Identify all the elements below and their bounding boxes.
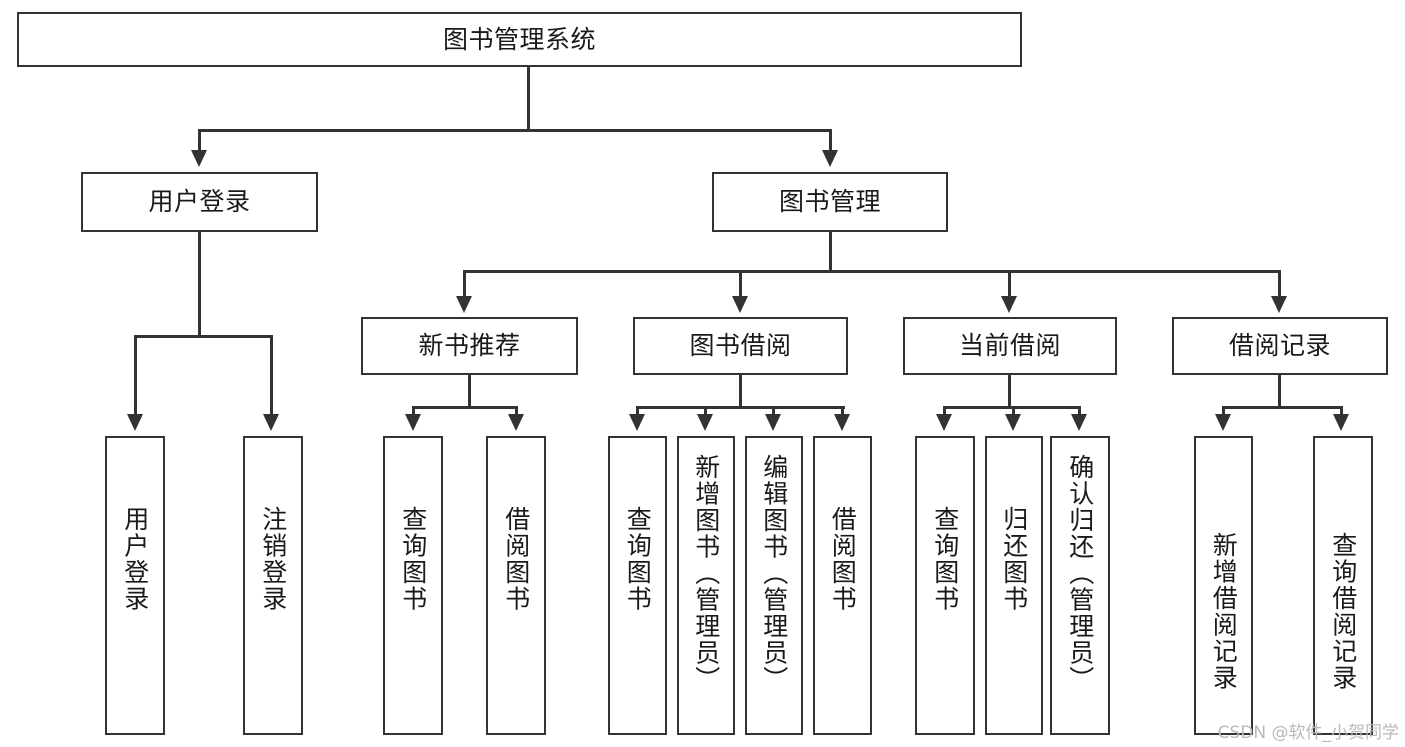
node-new-book-recommend[interactable]: 新书推荐 <box>361 317 578 375</box>
edge-current-borrow-drop-2 <box>1012 406 1015 419</box>
edge-new-book-drop-2 <box>515 406 518 419</box>
edge-user-login-bar <box>134 335 272 338</box>
node-leaf-confirm-return[interactable]: 确认归还（管理员） <box>1050 436 1110 735</box>
edge-current-borrow-stem <box>1008 375 1011 408</box>
node-leaf-add-record[interactable]: 新增借阅记录 <box>1194 436 1253 735</box>
arrow-to-leaf-user-logout <box>263 414 279 431</box>
node-book-manage[interactable]: 图书管理 <box>712 172 948 232</box>
node-leaf-query-book-1[interactable]: 查询图书 <box>383 436 443 735</box>
node-leaf-query-book-2[interactable]: 查询图书 <box>608 436 667 735</box>
node-new-book-recommend-label: 新书推荐 <box>418 331 521 360</box>
arrow-to-leaf-query-book-2 <box>629 414 645 431</box>
node-leaf-edit-book-label: 编辑图书（管理员） <box>759 454 789 693</box>
edge-borrow-record-stem <box>1278 375 1281 408</box>
node-leaf-borrow-book-1[interactable]: 借阅图书 <box>486 436 546 735</box>
node-root[interactable]: 图书管理系统 <box>17 12 1022 67</box>
arrow-to-current-borrow <box>1001 296 1017 313</box>
arrow-to-leaf-borrow-book-1 <box>508 414 524 431</box>
edge-book-manage-drop-3 <box>1008 270 1011 300</box>
arrow-to-leaf-user-login <box>127 414 143 431</box>
node-leaf-borrow-book-2-label: 借阅图书 <box>828 506 858 612</box>
arrow-to-leaf-add-book <box>697 414 713 431</box>
node-borrow-record[interactable]: 借阅记录 <box>1172 317 1388 375</box>
edge-book-borrow-stem <box>739 375 742 408</box>
edge-book-borrow-drop-4 <box>841 406 844 419</box>
edge-user-login-drop-1 <box>134 335 137 419</box>
edge-current-borrow-drop-1 <box>943 406 946 419</box>
node-book-manage-label: 图书管理 <box>778 187 881 216</box>
arrow-to-book-manage <box>822 150 838 167</box>
arrow-to-leaf-return-book <box>1005 414 1021 431</box>
edge-root-to-book-manage <box>829 129 832 155</box>
edge-book-borrow-drop-1 <box>636 406 639 419</box>
node-leaf-confirm-return-label: 确认归还（管理员） <box>1065 454 1095 693</box>
edge-current-borrow-drop-3 <box>1078 406 1081 419</box>
edge-new-book-drop-1 <box>412 406 415 419</box>
edge-user-login-stem <box>198 232 201 337</box>
node-book-borrow-label: 图书借阅 <box>689 331 792 360</box>
node-leaf-add-book-label: 新增图书（管理员） <box>691 454 721 693</box>
edge-borrow-record-drop-1 <box>1222 406 1225 419</box>
arrow-to-leaf-borrow-book-2 <box>834 414 850 431</box>
arrow-to-leaf-add-record <box>1215 414 1231 431</box>
node-leaf-query-book-3-label: 查询图书 <box>930 506 960 612</box>
node-root-label: 图书管理系统 <box>442 24 596 54</box>
node-user-login-label: 用户登录 <box>148 187 251 216</box>
edge-current-borrow-bar <box>943 406 1080 409</box>
node-leaf-query-book-2-label: 查询图书 <box>623 506 653 612</box>
arrow-to-leaf-confirm-return <box>1071 414 1087 431</box>
node-leaf-borrow-book-1-label: 借阅图书 <box>501 506 531 612</box>
edge-new-book-stem <box>468 375 471 408</box>
edge-borrow-record-drop-2 <box>1340 406 1343 419</box>
node-leaf-user-logout-label: 注销登录 <box>258 506 288 612</box>
node-leaf-query-book-1-label: 查询图书 <box>398 506 428 612</box>
edge-root-bar <box>198 129 832 132</box>
arrow-to-leaf-edit-book <box>765 414 781 431</box>
node-leaf-query-book-3[interactable]: 查询图书 <box>915 436 975 735</box>
watermark: CSDN @软件_小贺同学 <box>1217 723 1399 743</box>
arrow-to-user-login <box>191 150 207 167</box>
arrow-to-leaf-query-book-1 <box>405 414 421 431</box>
edge-book-borrow-drop-3 <box>772 406 775 419</box>
node-leaf-edit-book[interactable]: 编辑图书（管理员） <box>745 436 803 735</box>
node-book-borrow[interactable]: 图书借阅 <box>633 317 848 375</box>
node-leaf-return-book-label: 归还图书 <box>999 506 1029 612</box>
edge-user-login-drop-2 <box>270 335 273 419</box>
edge-book-manage-drop-2 <box>739 270 742 300</box>
node-leaf-user-logout[interactable]: 注销登录 <box>243 436 303 735</box>
node-leaf-add-book[interactable]: 新增图书（管理员） <box>677 436 735 735</box>
node-leaf-user-login[interactable]: 用户登录 <box>105 436 165 735</box>
edge-book-manage-bar <box>463 270 1280 273</box>
node-leaf-query-record-label: 查询借阅记录 <box>1328 532 1358 691</box>
edge-borrow-record-bar <box>1222 406 1342 409</box>
edge-root-stem <box>527 67 530 131</box>
node-leaf-return-book[interactable]: 归还图书 <box>985 436 1043 735</box>
edge-book-manage-stem <box>829 232 832 272</box>
node-leaf-user-login-label: 用户登录 <box>120 506 150 612</box>
edge-book-borrow-bar <box>636 406 845 409</box>
node-leaf-borrow-book-2[interactable]: 借阅图书 <box>813 436 872 735</box>
arrow-to-leaf-query-book-3 <box>936 414 952 431</box>
node-borrow-record-label: 借阅记录 <box>1228 331 1331 360</box>
edge-new-book-bar <box>412 406 517 409</box>
node-current-borrow-label: 当前借阅 <box>958 331 1061 360</box>
arrow-to-book-borrow <box>732 296 748 313</box>
edge-book-manage-drop-4 <box>1278 270 1281 300</box>
edge-book-manage-drop-1 <box>463 270 466 300</box>
node-current-borrow[interactable]: 当前借阅 <box>903 317 1117 375</box>
edge-root-to-user-login <box>198 129 201 155</box>
arrow-to-leaf-query-record <box>1333 414 1349 431</box>
arrow-to-new-book-recommend <box>456 296 472 313</box>
node-user-login[interactable]: 用户登录 <box>81 172 318 232</box>
node-leaf-query-record[interactable]: 查询借阅记录 <box>1313 436 1373 735</box>
edge-book-borrow-drop-2 <box>704 406 707 419</box>
arrow-to-borrow-record <box>1271 296 1287 313</box>
node-leaf-add-record-label: 新增借阅记录 <box>1209 532 1239 691</box>
